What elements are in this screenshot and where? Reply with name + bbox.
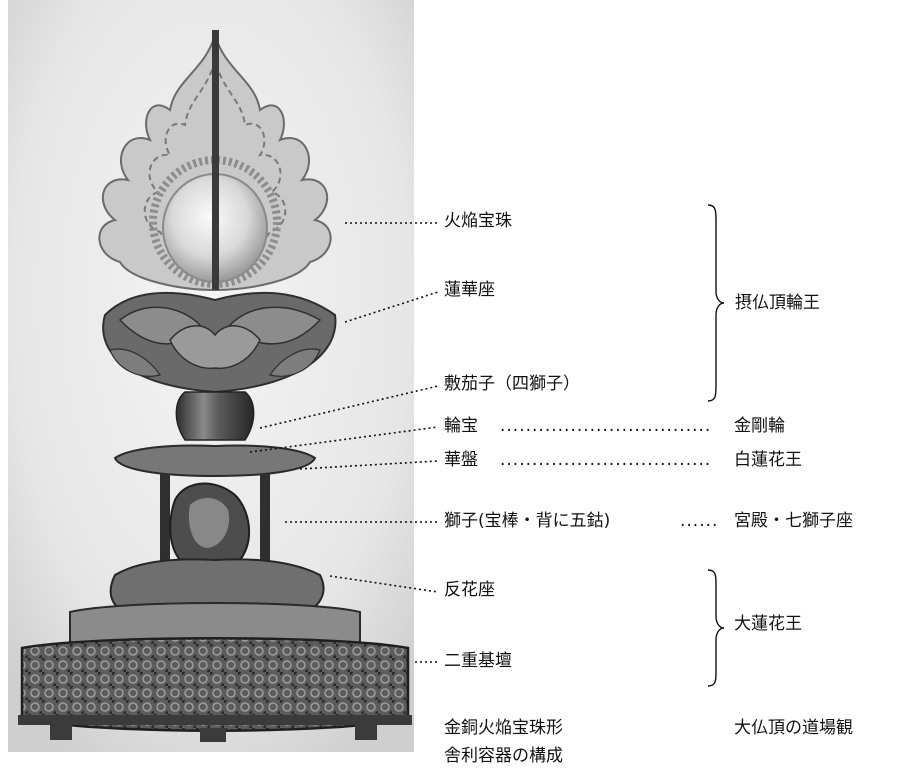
brace-upper [707,204,725,402]
leader-shikinasu [259,385,439,429]
dots-keban: ................................. [500,450,712,470]
label-kongorin: 金剛輪 [734,416,785,436]
label-kaen-hoju: 火焔宝珠 [444,211,512,231]
caption-left-line1: 金銅火焔宝珠形 [444,718,563,738]
leader-kaeribana [329,575,439,593]
lotus-seat [102,291,337,394]
lion-and-pillars [160,474,270,573]
label-setsubutchorin: 摂仏頂輪王 [735,293,820,313]
label-dairenge: 大蓮花王 [734,614,802,634]
leader-rengeza [344,291,439,323]
leader-rinpo [249,426,439,453]
reliquary-photo [8,0,414,752]
central-vajra-rod [212,30,219,290]
label-kaeribana: 反花座 [444,580,495,600]
label-rinpo: 輪宝 [444,416,478,436]
label-kyuden: 宮殿・七獅子座 [734,511,853,531]
dots-rinpo: ................................. [500,416,712,436]
leader-keban [299,460,439,470]
caption-left-line2: 舎利容器の構成 [444,746,563,766]
double-plinth [18,602,412,742]
brace-lower [707,569,725,687]
label-shikinasu: 敷茄子（四獅子） [444,374,580,394]
caption-right: 大仏頂の道場観 [734,718,853,738]
dots-shishi: ...... [680,511,719,531]
label-shishi: 獅子(宝棒・背に五鈷) [444,511,611,531]
label-byakurenge: 白蓮花王 [734,450,802,470]
label-nijukidan: 二重基壇 [444,651,512,671]
shikinasu-part [175,391,255,441]
label-keban: 華盤 [444,450,478,470]
label-rengeza: 蓮華座 [444,280,495,300]
